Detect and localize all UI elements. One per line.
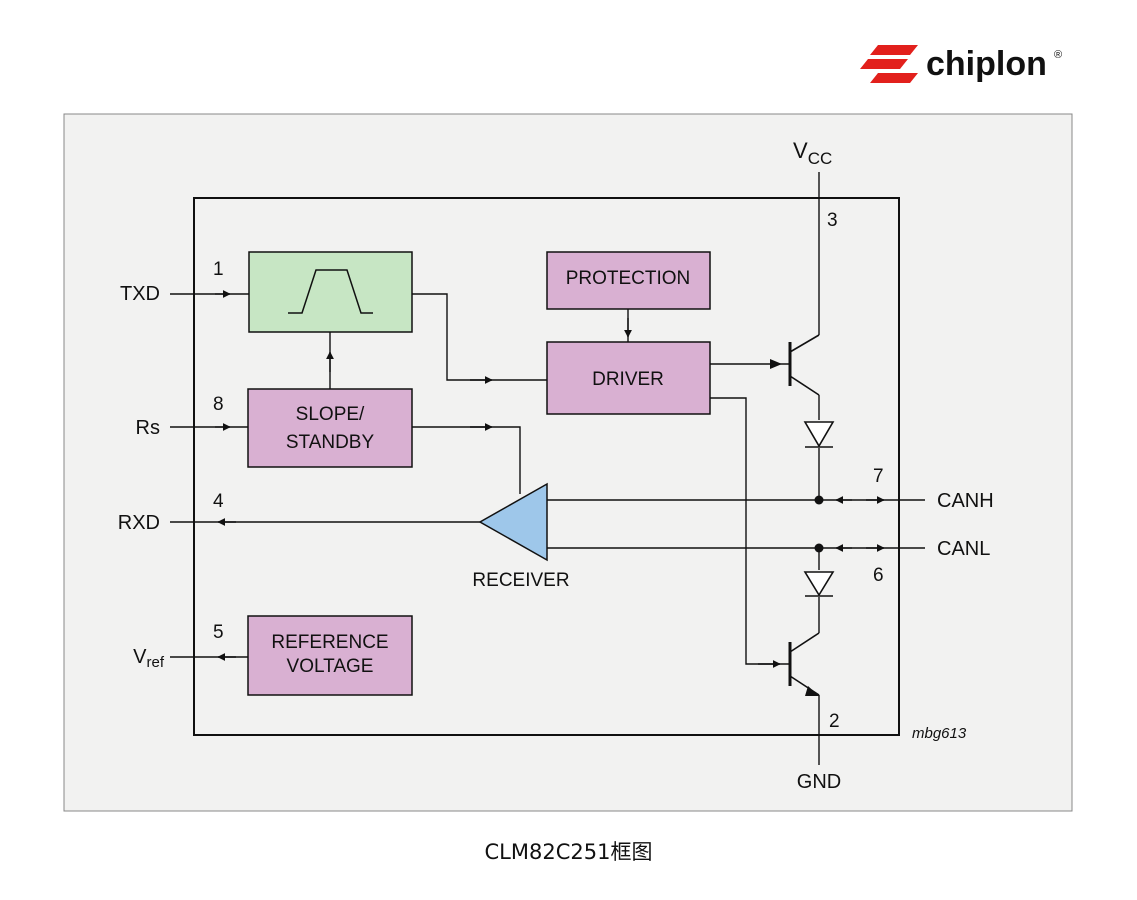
reference-label-line1: REFERENCE <box>271 632 388 653</box>
receiver-amplifier <box>478 482 548 562</box>
txd-label: TXD <box>120 283 160 305</box>
rs-pin-number: 8 <box>213 394 224 415</box>
canl-pin-number: 6 <box>873 565 884 586</box>
chiplon-logo: chiplon ® <box>860 45 1062 83</box>
canh-label: CANH <box>937 490 994 512</box>
slope-standby-block <box>247 388 413 468</box>
rxd-pin-number: 4 <box>213 491 224 512</box>
slope-label-line2: STANDBY <box>286 432 375 453</box>
driver-block <box>546 341 711 415</box>
figure-caption: CLM82C251框图 <box>484 840 653 864</box>
chiplon-logo-mark-icon <box>860 45 918 83</box>
protection-label: PROTECTION <box>566 268 691 289</box>
vref-label: Vref <box>133 646 165 671</box>
vref-pin-number: 5 <box>213 622 224 643</box>
driver-label: DRIVER <box>592 369 664 390</box>
canl-label: CANL <box>937 538 990 560</box>
gnd-pin-number: 2 <box>829 711 840 732</box>
gnd-label: GND <box>797 771 841 793</box>
canh-diode-icon <box>803 421 835 448</box>
protection-block <box>546 251 711 310</box>
chiplon-logo-text: chiplon <box>926 45 1047 83</box>
vcc-pin-number: 3 <box>827 210 838 231</box>
canh-pin-number: 7 <box>873 466 884 487</box>
rs-label: Rs <box>136 417 160 439</box>
canl-transistor-icon <box>788 632 820 696</box>
canh-junction-dot <box>814 495 824 505</box>
canl-junction-dot <box>814 543 824 553</box>
diagram-panel <box>63 113 1073 812</box>
input-filter-block <box>248 251 413 333</box>
slope-waveform-icon <box>288 269 373 314</box>
reference-voltage-block <box>247 615 413 696</box>
canl-diode-icon <box>803 571 835 597</box>
slope-label-line1: SLOPE/ <box>296 404 365 425</box>
reference-label-line2: VOLTAGE <box>287 656 374 677</box>
rxd-label: RXD <box>118 512 160 534</box>
drawing-code: mbg613 <box>912 725 967 742</box>
receiver-label: RECEIVER <box>472 570 569 591</box>
txd-pin-number: 1 <box>213 259 224 280</box>
signal-arrows <box>215 290 885 668</box>
registered-mark: ® <box>1054 49 1062 61</box>
vcc-label: VCC <box>793 138 832 168</box>
ic-boundary <box>193 197 900 736</box>
canh-transistor-icon <box>770 334 820 396</box>
